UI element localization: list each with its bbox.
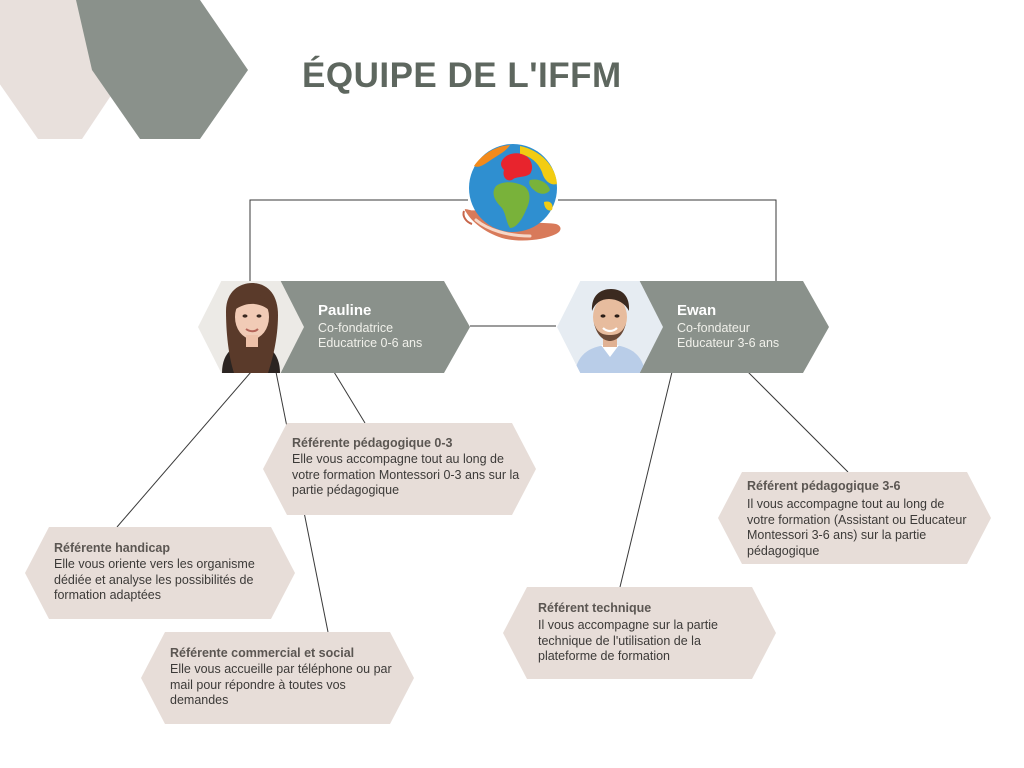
role-card-handicap <box>25 527 295 619</box>
role-card-commercial-social <box>141 632 414 724</box>
role-desc-handicap: Elle vous oriente vers les organisme déd… <box>54 557 255 602</box>
connector-globe-ewan <box>558 199 777 282</box>
role-desc-pedagogique-0-3: Elle vous accompagne tout au long de vot… <box>292 452 520 497</box>
ewan-photo <box>557 281 663 373</box>
pauline-photo <box>198 281 304 373</box>
decorative-hexagon-dark <box>76 0 248 139</box>
founder-role-pauline-1: Co-fondatrice <box>318 321 394 335</box>
founder-name-ewan: Ewan <box>677 302 717 319</box>
role-title-pedagogique-0-3: Référente pédagogique 0-3 <box>292 436 453 450</box>
globe-in-hand-icon <box>462 144 561 241</box>
founder-role-ewan-2: Educateur 3-6 ans <box>677 336 780 350</box>
connector-globe-pauline <box>249 199 468 282</box>
founder-name-pauline: Pauline <box>318 302 372 319</box>
role-title-commercial-social: Référente commercial et social <box>170 646 355 660</box>
role-desc-pedagogique-3-6: Il vous accompagne tout au long de votre… <box>747 497 967 558</box>
connector-ewan-technique <box>619 371 673 588</box>
connector-pauline-pedago03 <box>333 371 366 424</box>
connector-pauline-handicap <box>116 371 252 528</box>
decorative-hexagons <box>0 0 248 139</box>
role-card-pedagogique-3-6 <box>718 472 991 564</box>
role-card-pedagogique-0-3 <box>263 423 536 515</box>
founder-role-pauline-2: Educatrice 0-6 ans <box>318 336 423 350</box>
role-title-pedagogique-3-6: Référent pédagogique 3-6 <box>747 479 901 493</box>
connector-ewan-pedago36 <box>747 371 849 473</box>
role-desc-technique: Il vous accompagne sur la partie techniq… <box>538 618 718 663</box>
role-title-technique: Référent technique <box>538 601 652 615</box>
page-title: ÉQUIPE DE L'IFFM <box>302 56 622 95</box>
role-title-handicap: Référente handicap <box>54 541 171 555</box>
role-desc-commercial-social: Elle vous accueille par téléphone ou par… <box>170 662 392 707</box>
role-card-technique <box>503 587 776 679</box>
founder-role-ewan-1: Co-fondateur <box>677 321 750 335</box>
